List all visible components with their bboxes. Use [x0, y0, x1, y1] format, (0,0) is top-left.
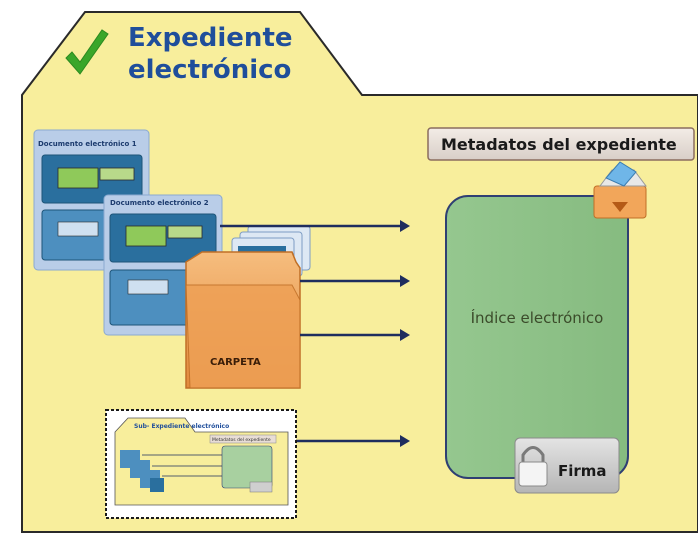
index-label: Índice electrónico: [471, 308, 604, 327]
tray-icon: [593, 161, 647, 219]
check-icon: [65, 29, 109, 75]
document-2-label: Documento electrónico 2: [110, 199, 209, 207]
index-box: Índice electrónico: [445, 195, 629, 479]
carpeta-folder: CARPETA: [185, 251, 301, 389]
arrows: [220, 220, 410, 447]
folder-title-line2: electrónico: [128, 55, 291, 85]
arrow-4: [292, 435, 410, 447]
metadata-label: Metadatos del expediente: [441, 135, 677, 154]
arrow-2: [300, 275, 410, 287]
subexpediente: Sub- Expediente electrónico Metadatos de…: [105, 409, 297, 519]
arrow-3: [300, 329, 410, 341]
arrow-1: [220, 220, 410, 232]
folder-title-line1: Expediente: [128, 23, 293, 53]
document-1-label: Documento electrónico 1: [38, 140, 137, 148]
signature-box: Firma: [514, 437, 620, 494]
lock-icon: [518, 446, 548, 487]
subexpediente-label: Sub- Expediente electrónico: [134, 423, 229, 430]
subexpediente-metadata: Metadatos del expediente: [212, 437, 271, 443]
carpeta-label: CARPETA: [210, 357, 261, 368]
signature-label: Firma: [558, 462, 607, 480]
metadata-box: Metadatos del expediente: [427, 127, 695, 161]
